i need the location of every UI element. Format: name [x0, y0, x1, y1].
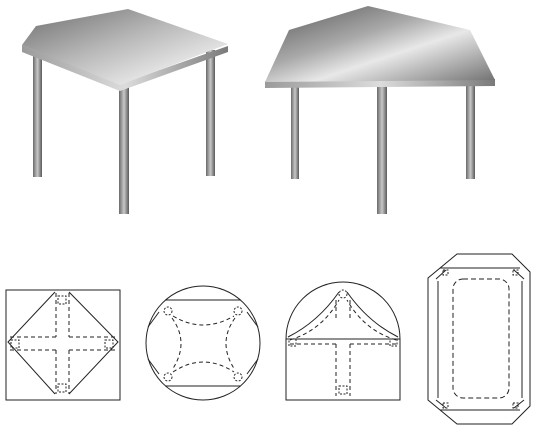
- plan-octagon: [427, 253, 531, 425]
- plan-square: [5, 289, 121, 401]
- leg-marker: [233, 372, 243, 382]
- leg-marker: [10, 339, 20, 349]
- leg-marker: [57, 295, 67, 305]
- table-leg: [33, 52, 42, 177]
- leg-marker: [389, 338, 398, 347]
- table-top: [22, 9, 228, 85]
- table-leg: [119, 86, 129, 214]
- leg-marker: [163, 306, 173, 316]
- table-leg: [291, 84, 299, 179]
- table-leg: [466, 84, 475, 179]
- table-top: [265, 6, 495, 82]
- leg-marker: [104, 339, 114, 349]
- leg-marker: [338, 289, 348, 299]
- leg-marker: [163, 372, 173, 382]
- table-leg: [377, 84, 387, 214]
- table-top-edge: [22, 45, 228, 91]
- plan-arched: [285, 281, 401, 401]
- leg-marker: [57, 383, 67, 393]
- leg-marker: [338, 385, 348, 395]
- rendering-trapezoid-table: [265, 6, 495, 214]
- rendering-square-table: [22, 9, 228, 214]
- table-leg: [206, 50, 215, 176]
- plan-circle: [145, 285, 261, 401]
- leg-marker: [233, 306, 243, 316]
- leg-marker: [288, 338, 297, 347]
